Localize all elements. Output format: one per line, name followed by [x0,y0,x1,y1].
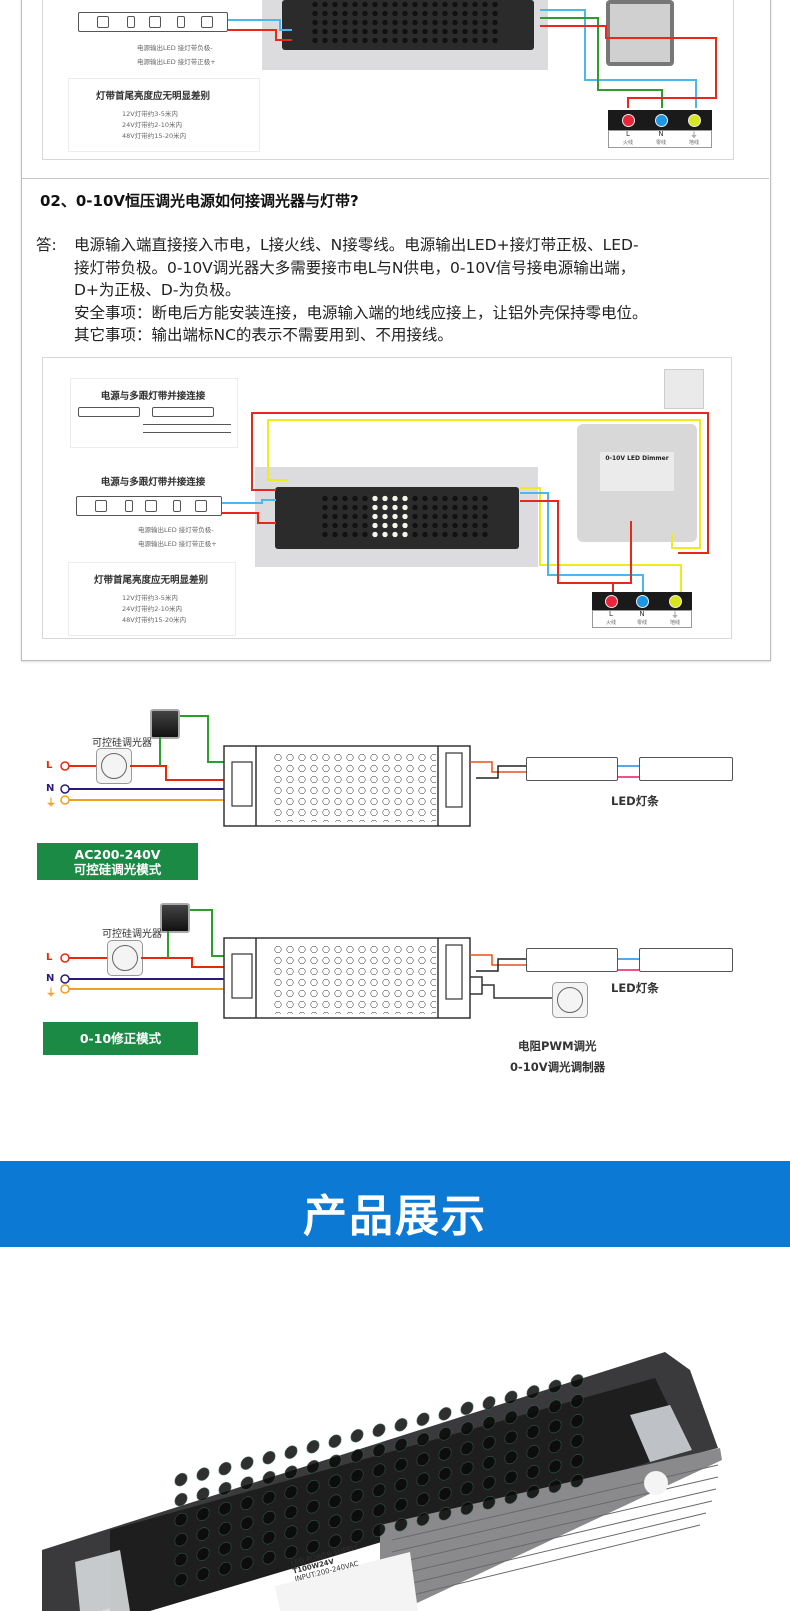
terminal-sub: 零线 [636,620,647,626]
pwm-label: 0-10V调光调制器 [510,1060,606,1074]
remote-module-icon [160,903,190,933]
psu-vent-holes [310,0,500,44]
answer-lead: 答: [36,236,57,254]
mains-terminal-labels-bg [608,130,712,148]
brightness-line: 48V灯带约15-20米内 [122,132,187,140]
terminal-neutral-icon [636,595,649,608]
psu-vent-holes [272,944,436,1014]
remote-module-icon [150,709,180,739]
led-strip-icon [526,757,618,781]
pwm-dimmer-icon [552,982,588,1018]
terminal-label: ⏚ [671,611,679,619]
dimmer-label: 0-10V LED Dimmer [600,452,674,491]
panel-title: 电源与多跟灯带并接连接 [100,477,206,488]
terminal-sub: 地线 [688,140,699,146]
mode-line: 可控硅调光模式 [73,862,162,877]
led-strip-icon [526,948,618,972]
strip-note: 电源输出LED 接灯带负极- [137,44,213,52]
terminal-sub: 零线 [655,140,666,146]
terminal-neutral-icon [655,114,668,127]
brightness-line: 12V灯带约3-5米内 [122,594,178,602]
wall-switch-photo [664,369,704,409]
line-label-neutral: N [46,783,55,794]
led-strip-diagram [76,496,222,516]
terminal-live-icon [605,595,618,608]
terminal-sub: 火线 [622,140,633,146]
brightness-line: 24V灯带约2-10米内 [122,605,182,613]
terminal-label: N [658,130,664,138]
strip-note: 电源输出LED 接灯带正极+ [137,58,216,66]
dimmer-label: 可控硅调光器 [92,738,152,749]
mains-terminal-labels-bg [592,610,692,628]
bus-line [143,432,231,433]
led-strip-diagram [78,12,228,32]
strip-label: LED灯条 [611,981,659,995]
line-label-ground: ⏚ [46,988,56,999]
strip-note: 电源输出LED 接灯带负极- [138,526,214,534]
terminal-sub: 地线 [669,620,680,626]
line-label-neutral: N [46,973,55,984]
terminal-ground-icon [669,595,682,608]
terminal-ground-icon [688,114,701,127]
terminal-label: L [609,610,613,618]
brightness-line: 48V灯带约15-20米内 [122,616,187,624]
terminal-label: ⏚ [690,131,698,139]
led-strip-small [152,407,214,417]
section2-wires [222,412,709,596]
mode-line: 0-10修正模式 [79,1031,162,1046]
answer-line: 接灯带负极。0-10V调光器大多需要接市电L与N供电，0-10V信号接电源输出端… [74,258,636,277]
bus-line [143,424,231,425]
psu-vent-holes [272,752,436,822]
led-strip-small [78,407,140,417]
brightness-panel [68,562,236,636]
section1-wires [228,9,717,108]
strip-label: LED灯条 [611,794,659,808]
question-title: 02、0-10V恒压调光电源如何接调光器与灯带? [40,192,359,210]
dimmer-label: 可控硅调光器 [102,929,162,940]
product-banner [0,1161,790,1247]
mode-badge: AC200-240V 可控硅调光模式 [37,843,198,880]
panel-title: 电源与多跟灯带并接连接 [100,391,206,402]
answer-line: D+为正极、D-为负极。 [74,281,241,299]
led-strip-icon [639,757,733,781]
brightness-title: 灯带首尾亮度应无明显差别 [93,575,208,586]
line-label-live: L [46,952,53,963]
section-divider [21,178,769,179]
line-label-live: L [46,760,53,771]
answer-line: 电源输入端直接接入市电，L接火线、N接零线。电源输出LED+接灯带正极、LED- [74,236,639,254]
line-label-ground: ⏚ [46,798,56,809]
terminal-live-icon [622,114,635,127]
answer-line: 其它事项：输出端标NC的表示不需要用到、不用接线。 [74,326,453,344]
led-strip-icon [639,948,733,972]
wall-dimmer-photo [606,0,674,66]
psu-vent-lit [370,494,412,538]
answer-line: 安全事项：断电后方能安装连接，电源输入端的地线应接上，让铝外壳保持零电位。 [74,303,648,322]
mode-badge: 0-10修正模式 [43,1022,198,1055]
strip-note: 电源输出LED 接灯带正极+ [138,540,217,548]
mode-line: AC200-240V [74,847,161,862]
answer-block: 答: 电源输入端直接接入市电，L接火线、N接零线。电源输出LED+接灯带正极、LE… [36,234,756,347]
terminal-label: L [626,130,630,138]
brightness-panel [68,78,260,152]
product-banner-title: 产品展示 [303,1191,487,1242]
terminal-label: N [639,610,645,618]
brightness-line: 24V灯带约2-10米内 [122,121,182,129]
terminal-sub: 火线 [605,620,616,626]
pwm-label: 电阻PWM调光 [518,1039,597,1053]
brightness-title: 灯带首尾亮度应无明显差别 [95,91,210,102]
brightness-line: 12V灯带约3-5米内 [122,110,178,118]
rotary-dimmer-icon [96,748,132,784]
